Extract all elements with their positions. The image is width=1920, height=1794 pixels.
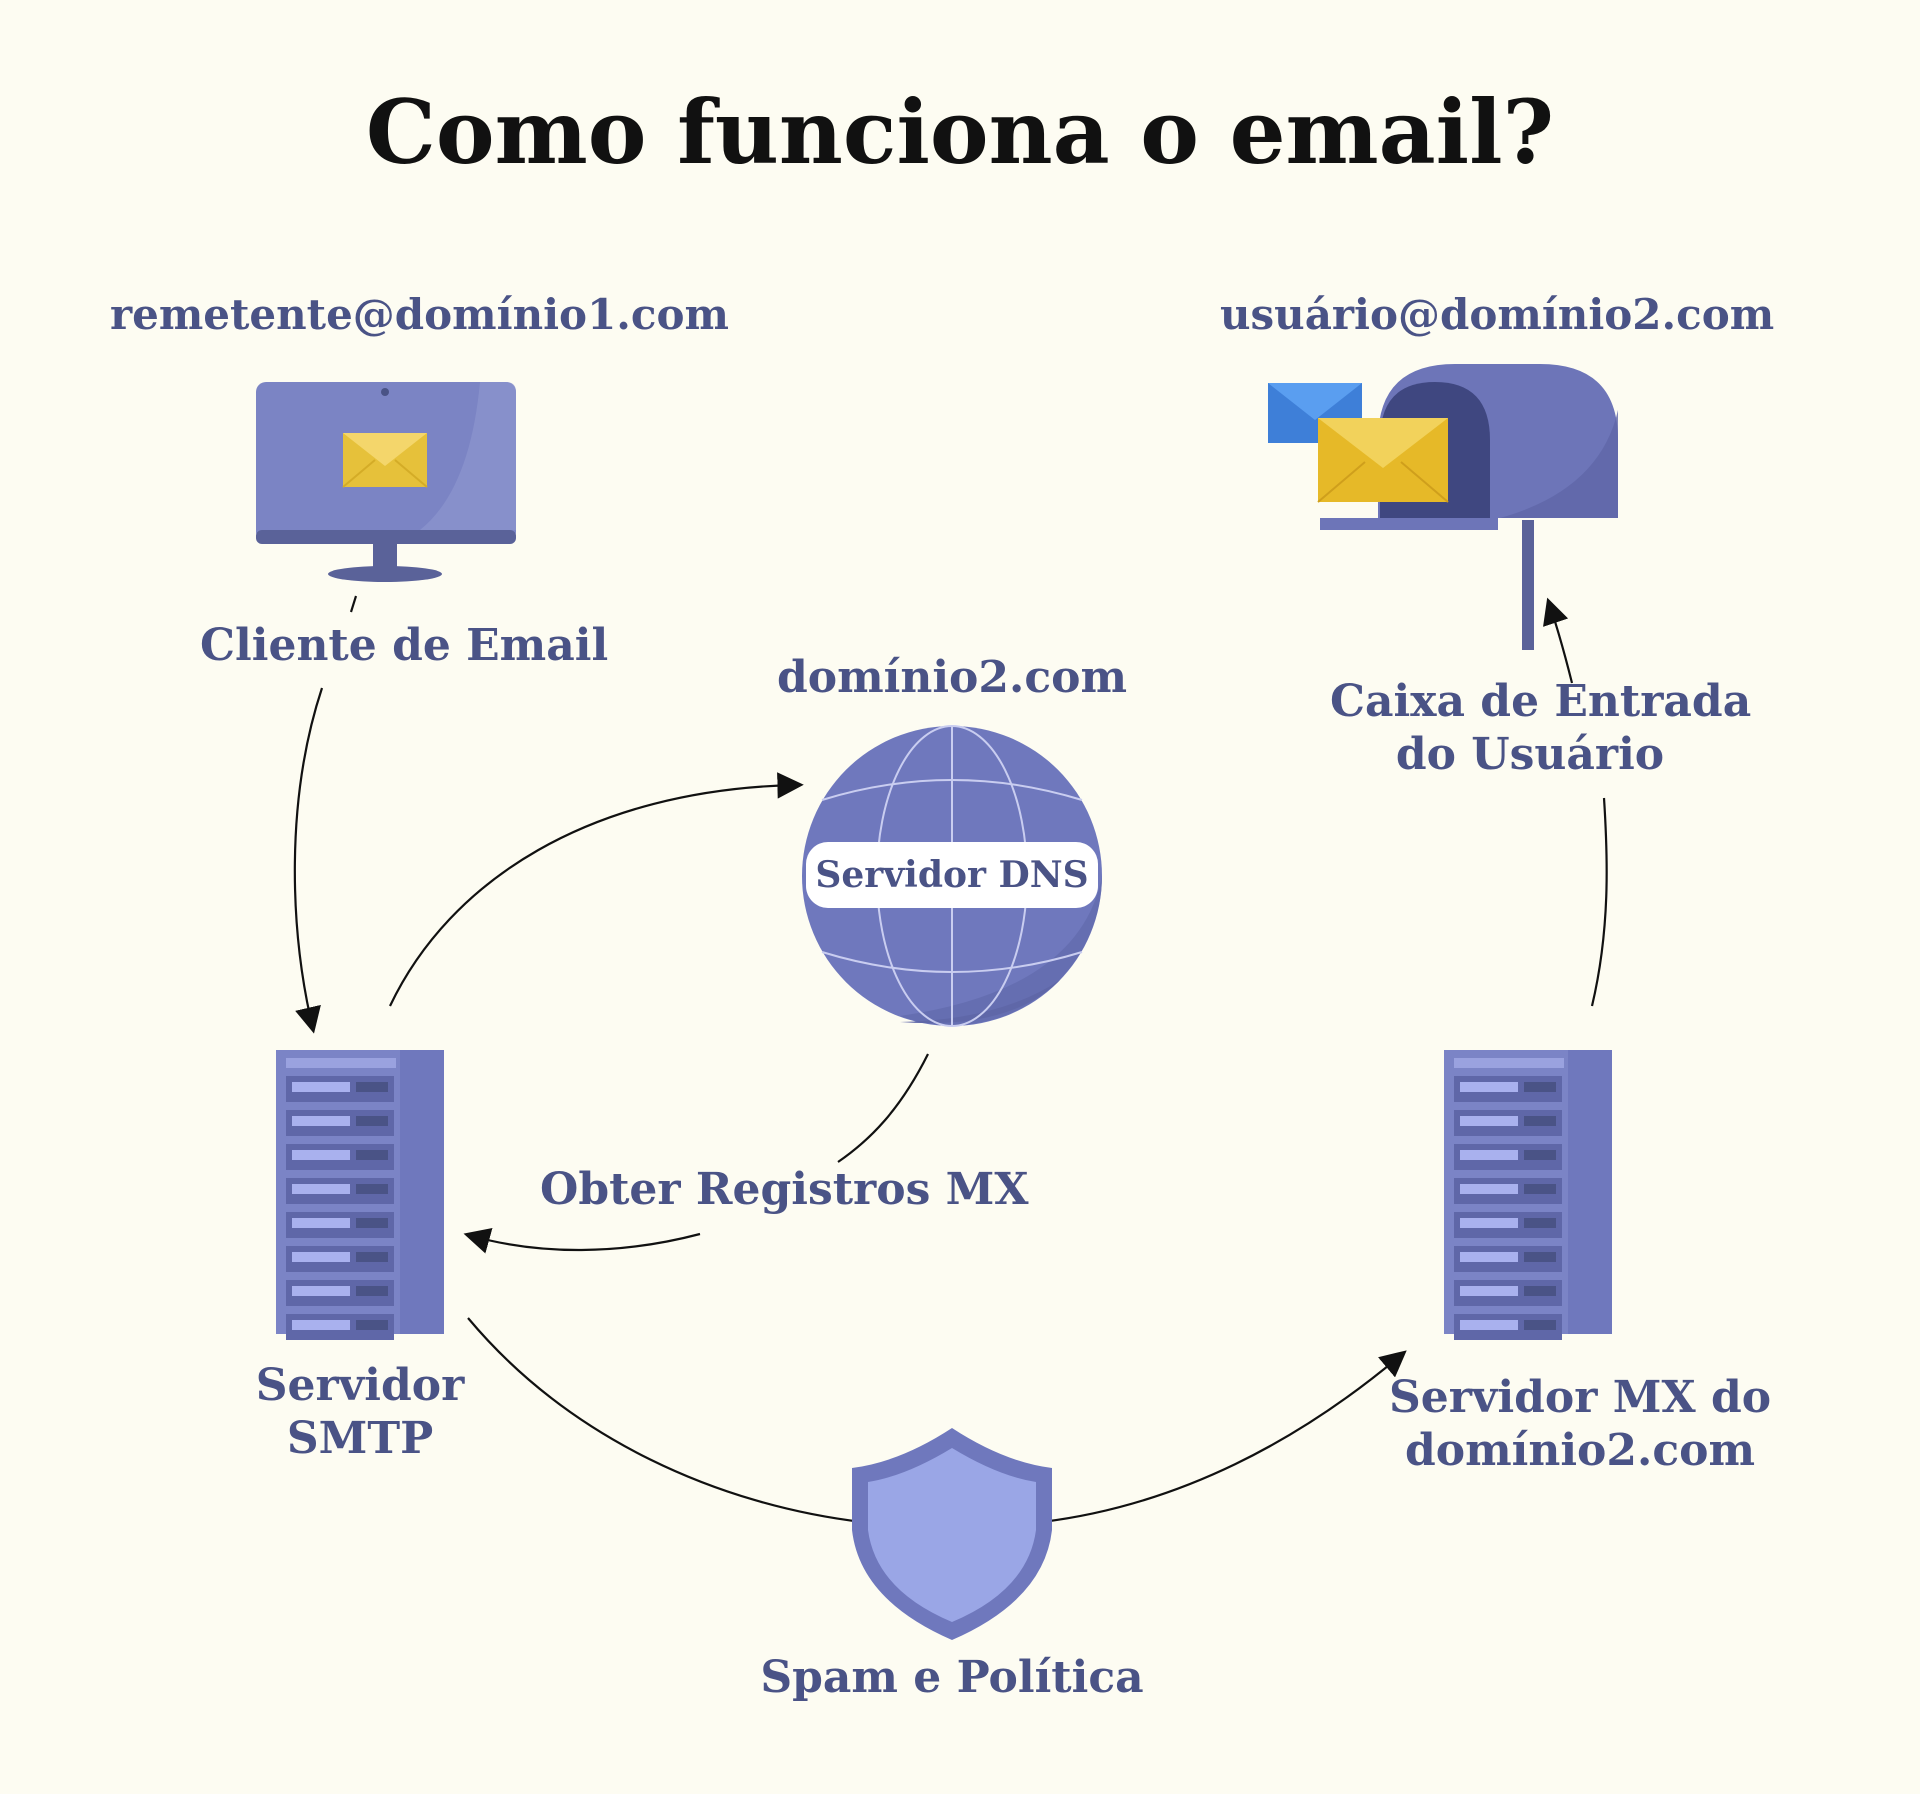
arrow-client-to-smtp [349, 595, 358, 613]
smtp-server-label: Servidor SMTP [220, 1360, 500, 1466]
server-drive [1460, 1320, 1518, 1330]
arrow-dns-to-smtp [837, 1053, 929, 1163]
server-vent [1524, 1184, 1556, 1194]
smtp-server-icon [276, 1050, 444, 1340]
server-vent [356, 1150, 388, 1160]
recipient-address: usuário@domínio2.com [1220, 290, 1775, 339]
server-drive [292, 1184, 350, 1194]
inbox-label-line2: do Usuário [1395, 728, 1665, 780]
server-vent [356, 1320, 388, 1330]
mx-server-icon [1444, 1050, 1612, 1340]
server-drive [1460, 1184, 1518, 1194]
server-drive [292, 1082, 350, 1092]
server-drive [1460, 1082, 1518, 1092]
server-drive [292, 1286, 350, 1296]
server-vent [356, 1218, 388, 1228]
mailbox-icon [1268, 364, 1618, 650]
envelope-yellow-icon [1317, 418, 1449, 503]
server-vent [356, 1286, 388, 1296]
server-vent [1524, 1286, 1556, 1296]
connections [293, 595, 1608, 1524]
server-vent [1524, 1116, 1556, 1126]
mx-records-label: Obter Registros MX [540, 1164, 1029, 1215]
arrow-inbox-to-mailbox [1543, 597, 1574, 684]
server-vent [356, 1252, 388, 1262]
inbox-label-line1: Caixa de Entrada [1330, 676, 1752, 727]
arrow-mx-records-to-smtp [463, 1228, 701, 1254]
arrow-mx-to-inbox [1590, 797, 1608, 1007]
spam-policy-label: Spam e Política [760, 1652, 1144, 1703]
server-drive [1460, 1252, 1518, 1262]
smtp-label-line1: Servidor [255, 1360, 465, 1411]
monitor-icon [256, 382, 516, 582]
dns-domain-label: domínio2.com [776, 652, 1128, 703]
server-drive [292, 1320, 350, 1330]
mx-server-label: Servidor MX do domínio2.com [1380, 1372, 1780, 1478]
server-drive [1460, 1218, 1518, 1228]
server-vent [356, 1116, 388, 1126]
server-drive [292, 1252, 350, 1262]
server-vent [1524, 1218, 1556, 1228]
sender-address: remetente@domínio1.com [110, 290, 729, 339]
server-vent [1524, 1150, 1556, 1160]
server-drive [1460, 1116, 1518, 1126]
server-drive [292, 1150, 350, 1160]
envelope-icon [342, 433, 428, 488]
server-vent [1524, 1320, 1556, 1330]
server-vent [1524, 1252, 1556, 1262]
server-vent [356, 1082, 388, 1092]
email-client-label: Cliente de Email [200, 620, 609, 671]
shield-icon [852, 1428, 1052, 1640]
server-drive [292, 1218, 350, 1228]
arrow-smtp-to-dns [389, 772, 804, 1007]
envelope-blue-icon [1268, 383, 1362, 443]
smtp-label-line2: SMTP [286, 1412, 434, 1464]
mx-label-line2: domínio2.com [1404, 1424, 1756, 1476]
server-drive [1460, 1286, 1518, 1296]
arrow-smtp-to-spam [467, 1317, 863, 1524]
server-drive [292, 1116, 350, 1126]
arrow-spam-to-mx [1041, 1350, 1407, 1524]
server-drive [1460, 1150, 1518, 1160]
inbox-label: Caixa de Entrada do Usuário [1330, 676, 1752, 782]
page-title: Como funciona o email? [365, 80, 1555, 184]
mx-label-line1: Servidor MX do [1388, 1372, 1772, 1423]
server-vent [356, 1184, 388, 1194]
arrow-client-to-smtp-main [293, 687, 324, 1034]
server-vent [1524, 1082, 1556, 1092]
dns-server-label: Servidor DNS [806, 842, 1098, 908]
